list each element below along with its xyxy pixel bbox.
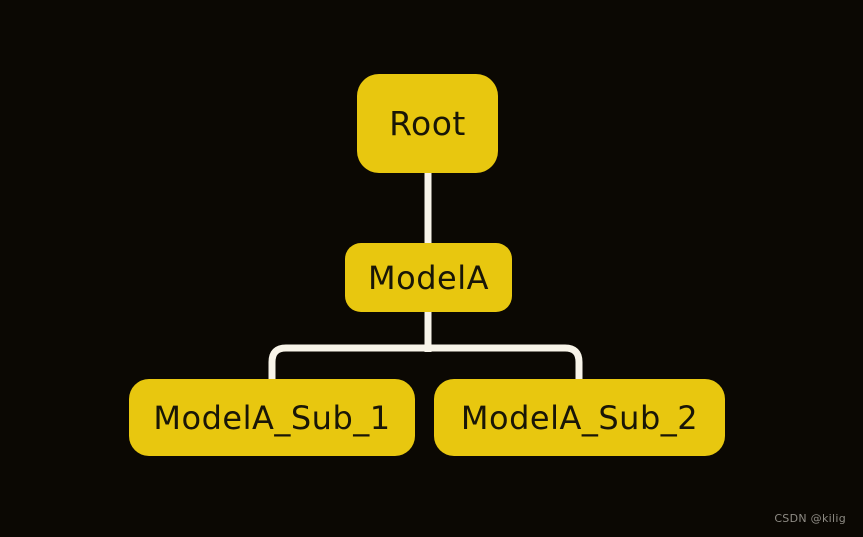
node-modela-sub-1: ModelA_Sub_1	[129, 379, 415, 456]
node-modela: ModelA	[345, 243, 512, 312]
node-modela-sub-2-label: ModelA_Sub_2	[460, 398, 699, 437]
node-root: Root	[357, 74, 498, 173]
node-modela-sub-1-label: ModelA_Sub_1	[153, 398, 391, 437]
node-modela-label: ModelA	[368, 258, 489, 297]
node-modela-sub-2: ModelA_Sub_2	[434, 379, 725, 456]
edge-branch-to-subs	[268, 344, 583, 382]
node-root-label: Root	[389, 104, 466, 143]
watermark: CSDN @kilig	[774, 512, 846, 525]
